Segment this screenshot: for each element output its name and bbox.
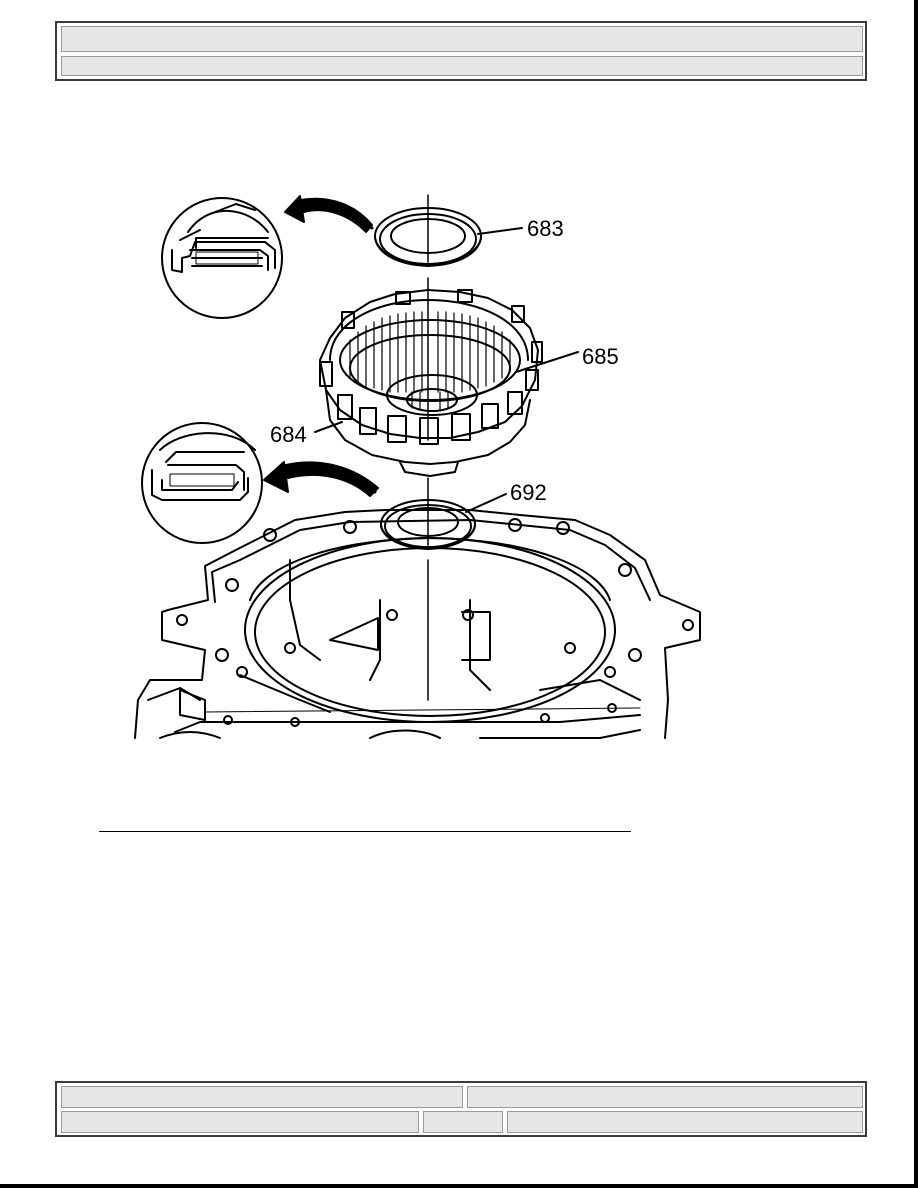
footer-left-top <box>61 1086 463 1108</box>
section-divider <box>99 831 631 832</box>
footer-mid-bottom <box>423 1111 503 1133</box>
ring-gear-housing-685 <box>314 289 579 477</box>
footer-left-bottom <box>61 1111 419 1133</box>
detail-inset-lower <box>141 422 263 544</box>
header-subtitle-bar <box>61 56 863 76</box>
footer-right-top <box>467 1086 863 1108</box>
header-title-bar <box>61 26 863 52</box>
callout-683: 683 <box>527 216 564 241</box>
case-housing <box>134 509 701 739</box>
callout-684: 684 <box>270 422 307 447</box>
arrow-upper <box>284 195 374 233</box>
detail-inset-upper <box>161 197 283 319</box>
footer-right-bottom <box>507 1111 863 1133</box>
thrust-bearing-692 <box>380 493 507 550</box>
thrust-bearing-683 <box>374 207 523 267</box>
page-header <box>55 21 867 81</box>
arrow-lower <box>263 461 379 497</box>
callout-685: 685 <box>582 344 619 369</box>
callout-692: 692 <box>510 480 547 505</box>
page-footer <box>55 1081 867 1137</box>
